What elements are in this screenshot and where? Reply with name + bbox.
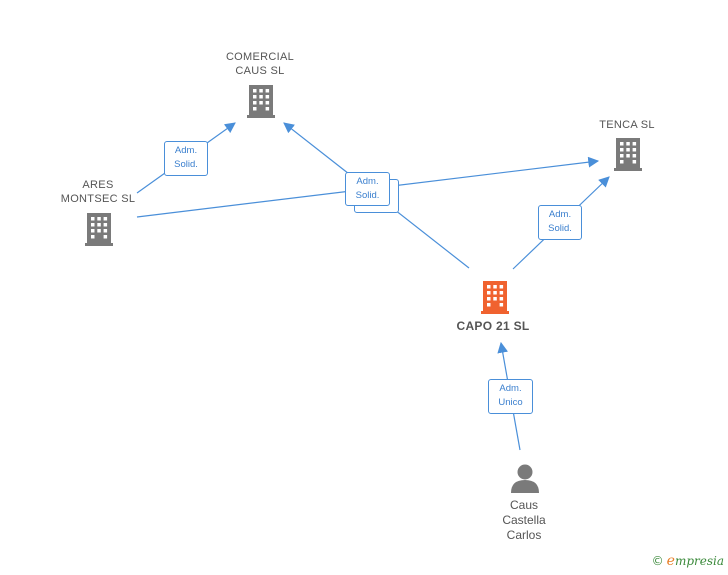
node-label-line: COMERCIAL	[225, 51, 295, 63]
node-label-line: Caus	[509, 498, 538, 512]
node-label-line: ARES	[82, 179, 114, 191]
node-label-line: Castella	[502, 513, 546, 527]
node-label-line: Carlos	[506, 528, 542, 542]
building-icon[interactable]	[481, 281, 509, 314]
building-icon[interactable]	[247, 85, 275, 118]
relation-line: Adm.	[548, 209, 572, 220]
relation-line: Adm.	[499, 383, 522, 394]
node-label-person[interactable]: Caus Castella Carlos	[484, 498, 564, 543]
relation-line: Solid.	[355, 190, 380, 201]
relation-line: Solid.	[548, 223, 572, 234]
relation-box-capo-tenca[interactable]: Adm. Solid.	[538, 205, 582, 240]
relation-line: Adm.	[174, 145, 198, 156]
relation-line: Adm.	[356, 176, 379, 187]
relation-box-person-capo[interactable]: Adm. Unico	[488, 379, 533, 414]
node-label-line: CAPO 21 SL	[456, 319, 530, 333]
copyright-symbol: ©	[651, 554, 664, 568]
node-label-ares-montsec[interactable]: ARES MONTSEC SL	[48, 178, 148, 206]
node-label-line: TENCA SL	[599, 119, 655, 131]
node-label-capo21[interactable]: CAPO 21 SL	[443, 319, 543, 333]
node-label-line: MONTSEC SL	[60, 193, 136, 205]
relation-box-capo-comercial[interactable]: Adm. Solid.	[345, 172, 390, 206]
relation-line: Unico	[498, 397, 523, 408]
node-label-tenca[interactable]: TENCA SL	[582, 118, 672, 132]
building-icon[interactable]	[614, 138, 642, 171]
brand-name: mpresia	[674, 554, 724, 568]
empresia-watermark: ©empresia	[652, 553, 724, 569]
relation-box-ares-comercial[interactable]: Adm. Solid.	[164, 141, 208, 176]
building-icon[interactable]	[85, 213, 113, 246]
node-label-line: CAUS SL	[235, 65, 285, 77]
node-label-comercial-caus[interactable]: COMERCIAL CAUS SL	[210, 50, 310, 78]
brand-initial: e	[666, 553, 675, 569]
person-icon[interactable]	[511, 464, 539, 494]
relation-line: Solid.	[174, 159, 198, 170]
